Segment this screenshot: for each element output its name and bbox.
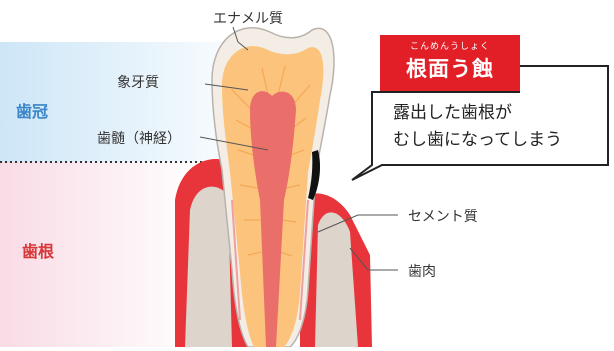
note-title: 根面う蝕 <box>380 53 520 83</box>
label-gum: 歯肉 <box>408 261 436 281</box>
label-pulp: 歯髄（神経） <box>97 128 181 148</box>
label-enamel: エナメル質 <box>213 8 283 28</box>
note-title-box: こんめんうしょく 根面う蝕 <box>380 35 520 91</box>
note-body: 露出した歯根が むし歯になってしまう <box>393 100 562 154</box>
label-dentin: 象牙質 <box>117 72 159 92</box>
note-line-1: 露出した歯根が <box>393 100 562 127</box>
bone-left <box>185 187 232 347</box>
label-cementum: セメント質 <box>408 206 478 226</box>
note-ruby: こんめんうしょく <box>380 39 520 52</box>
region-crown: 歯冠 <box>16 98 48 122</box>
note-line-2: むし歯になってしまう <box>393 127 562 154</box>
region-root: 歯根 <box>22 238 54 262</box>
